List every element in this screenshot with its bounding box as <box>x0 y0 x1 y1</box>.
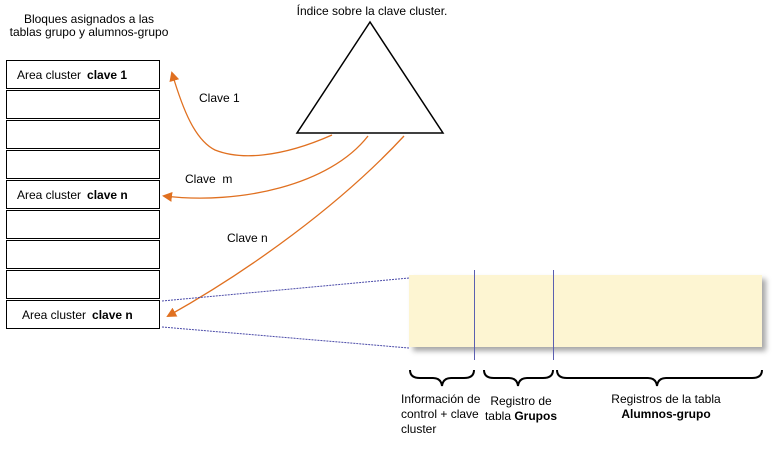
arrow-clave-1 <box>169 71 333 157</box>
arrow-label-clave-m: Clave m <box>185 172 233 186</box>
caption-grupos: Registro de tabla Grupos <box>484 394 558 424</box>
arrow-clave-m <box>162 135 369 202</box>
cluster-record <box>409 275 762 347</box>
caption-grupos-prefix: Registro de tabla <box>484 394 552 423</box>
empty-block <box>6 150 160 179</box>
cluster-block-2: Area cluster clave n <box>6 180 160 209</box>
empty-block <box>6 240 160 269</box>
index-caption: Índice sobre la clave cluster. <box>296 4 448 18</box>
index-triangle <box>295 20 445 134</box>
blocks-caption: Bloques asignados a las tablas grupo y a… <box>9 12 169 39</box>
caption-control: Información de control + clave cluster <box>401 392 481 436</box>
arrow-clave-n <box>166 135 405 317</box>
record-divider-control <box>474 270 475 360</box>
empty-block <box>6 270 160 299</box>
brace-alumnos <box>556 369 763 387</box>
cluster-area-label: Area cluster <box>22 308 87 322</box>
expand-line-bottom <box>161 326 410 349</box>
caption-alumnos: Registros de la tabla Alumnos-grupo <box>596 392 736 422</box>
expand-line-top <box>161 277 410 302</box>
cluster-block-1: Area cluster clave 1 <box>6 60 160 89</box>
arrow-label-clave-1: Clave 1 <box>199 91 240 105</box>
cluster-key: clave 1 <box>87 68 128 82</box>
empty-block <box>6 120 160 149</box>
cluster-area-label: Area cluster <box>17 68 82 82</box>
cluster-key: clave n <box>92 308 133 322</box>
caption-alumnos-bold: Alumnos-grupo <box>621 407 711 421</box>
cluster-block-3: Area cluster clave n <box>6 300 160 329</box>
arrow-label-clave-n: Clave n <box>227 231 268 245</box>
cluster-key: clave n <box>87 188 128 202</box>
empty-block <box>6 90 160 119</box>
caption-grupos-bold: Grupos <box>514 409 558 423</box>
record-divider-grupos <box>553 270 554 360</box>
brace-control <box>409 369 475 387</box>
caption-alumnos-prefix: Registros de la tabla <box>611 392 721 406</box>
cluster-area-label: Area cluster <box>17 188 82 202</box>
empty-block <box>6 210 160 239</box>
brace-grupos <box>483 369 554 387</box>
